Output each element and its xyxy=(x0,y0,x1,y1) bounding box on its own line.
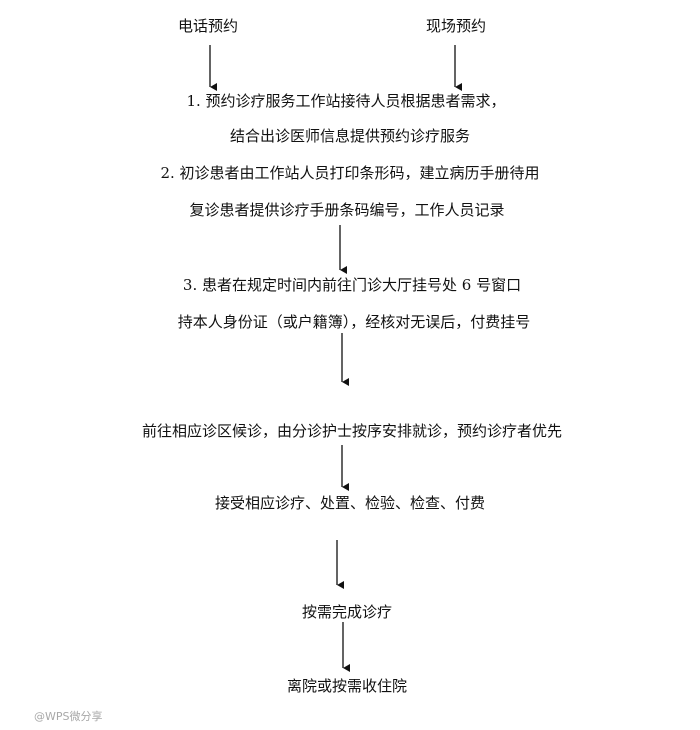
step1-line1: 1. 预约诊疗服务工作站接待人员根据患者需求， xyxy=(186,92,506,110)
step1-line2: 结合出诊医师信息提供预约诊疗服务 xyxy=(229,127,471,145)
step4-text: 前往相应诊区候诊，由分诊护士按序安排就诊，预约诊疗者优先 xyxy=(141,422,563,440)
onsite-booking-label: 现场预约 xyxy=(425,17,487,35)
step3-line2: 持本人身份证（或户籍簿），经核对无误后，付费挂号 xyxy=(177,313,531,331)
step2-line2: 复诊患者提供诊疗手册条码编号，工作人员记录 xyxy=(189,201,505,219)
phone-booking-label: 电话预约 xyxy=(177,17,239,35)
step3-line1: 3. 患者在规定时间内前往门诊大厅挂号处 6 号窗口 xyxy=(182,276,522,294)
wps-watermark: @WPS微分享 xyxy=(34,710,103,723)
step5-text: 接受相应诊疗、处置、检验、检查、付费 xyxy=(214,494,486,512)
step6-text: 按需完成诊疗 xyxy=(301,603,393,621)
step2-line1: 2. 初诊患者由工作站人员打印条形码，建立病历手册待用 xyxy=(160,164,540,182)
step7-text: 离院或按需收住院 xyxy=(286,677,408,695)
